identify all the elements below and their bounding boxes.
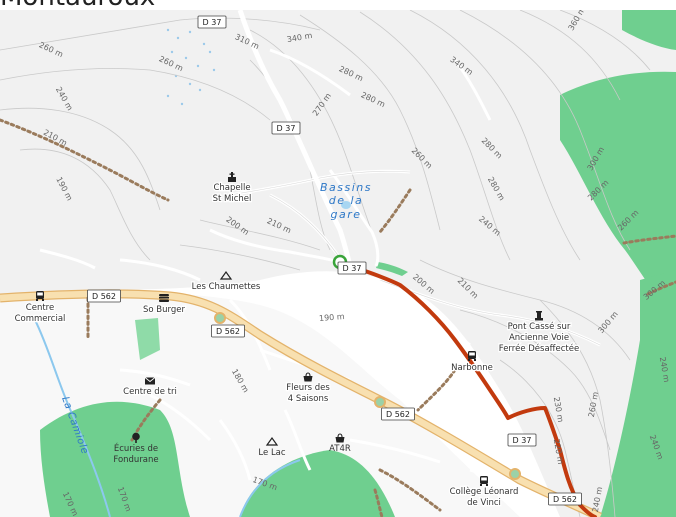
contour-label: 340 m [286,31,313,44]
road-shield-d37-mid: D 37 [271,121,301,135]
road-shield-d37-bottom: D 37 [507,433,537,447]
place-narbonne[interactable]: Narbonne [450,351,494,374]
forest-southwest [40,401,190,517]
mail-icon [144,377,156,385]
marsh-dots [166,28,216,106]
contour-lines [0,9,651,517]
monument-icon [535,311,543,321]
shop-icon [303,372,313,382]
place-so-burger[interactable]: So Burger [142,294,187,316]
road-d37-top [237,9,353,267]
place-label: Ancienne Voie [509,333,569,343]
restaurant-icon [159,294,169,302]
place-label: Commercial [15,314,66,324]
contour-label: 240 m [658,356,671,383]
water-label-line-2: de la [329,194,364,207]
forest-lake [240,450,395,517]
place-label: de Vinci [467,498,501,508]
place-le-lac[interactable]: Le Lac [258,436,286,458]
road-shield-d37-route: D 37 [337,261,367,275]
forest-small [135,318,160,360]
forest-southeast [600,270,676,517]
place-label: Fleurs des [286,383,330,393]
road-shield-label: D 562 [216,327,240,336]
water-label-line-1: Bassins [320,181,372,194]
place-label: Collège Léonard [450,486,519,497]
tree-icon [132,432,140,443]
contour-label: 190 m [319,312,345,323]
peak-icon [219,270,233,280]
contour-label: 230 m [552,396,565,423]
roundabout-3 [509,468,521,480]
road-shield-label: D 37 [343,264,362,273]
place-label: So Burger [143,305,185,315]
forest-strip [376,262,408,276]
place-centre-tri[interactable]: Centre de tri [122,377,178,398]
road-shield-d562-mid: D 562 [211,324,245,338]
contour-label: 260 m [587,391,600,418]
peak-icon [265,436,279,446]
place-label: Ferrée Désaffectée [499,343,579,354]
road-shield-label: D 37 [277,124,296,133]
place-label: 4 Saisons [288,394,329,404]
road-shield-d562-left: D 562 [87,289,121,303]
place-label: Fondurane [113,455,158,465]
title-strip: Montauroux [0,0,676,10]
shop-icon [335,433,345,443]
place-label: Narbonne [451,363,493,373]
place-label: AT4R [329,444,351,454]
chapel-icon [228,172,236,182]
road-shield-d37-top: D 37 [197,15,227,29]
place-label: Chapelle [213,183,250,193]
map-title: Montauroux [0,0,155,10]
river-lake-stream [239,459,301,517]
bus-icon [468,351,476,361]
route-line [338,260,597,517]
place-label: Pont Cassé sur [508,321,571,332]
place-label: St Michel [213,194,252,204]
road-shield-label: D 37 [203,18,222,27]
bus-icon [480,476,488,486]
minor-road-casings [229,170,601,346]
road-shield-label: D 562 [386,410,410,419]
place-label: Écuries de [114,442,158,454]
roundabout-2 [374,396,386,408]
place-chaumettes[interactable]: Les Chaumettes [190,270,262,293]
basin-pond [341,201,351,209]
place-label: Le Lac [258,448,285,458]
place-label: Centre de tri [123,387,177,397]
place-label: Les Chaumettes [192,282,261,292]
bus-icon [36,291,44,301]
forest-east [560,71,676,311]
road-shield-d562-lower: D 562 [381,407,415,421]
road-shield-label: D 562 [92,292,116,301]
road-shield-label: D 37 [513,436,532,445]
road-shield-d562-bottom: D 562 [548,492,582,506]
road-shield-label: D 562 [553,495,577,504]
roundabout-1 [214,312,226,324]
place-label: Centre [26,303,54,313]
place-at4r[interactable]: AT4R [329,433,351,454]
river-la-camiole [34,319,111,517]
contour-label: 240 m [591,486,604,513]
contour-label: 220 m [552,438,565,465]
forest-topright [622,10,676,50]
water-label-line-3: gare [330,208,361,221]
